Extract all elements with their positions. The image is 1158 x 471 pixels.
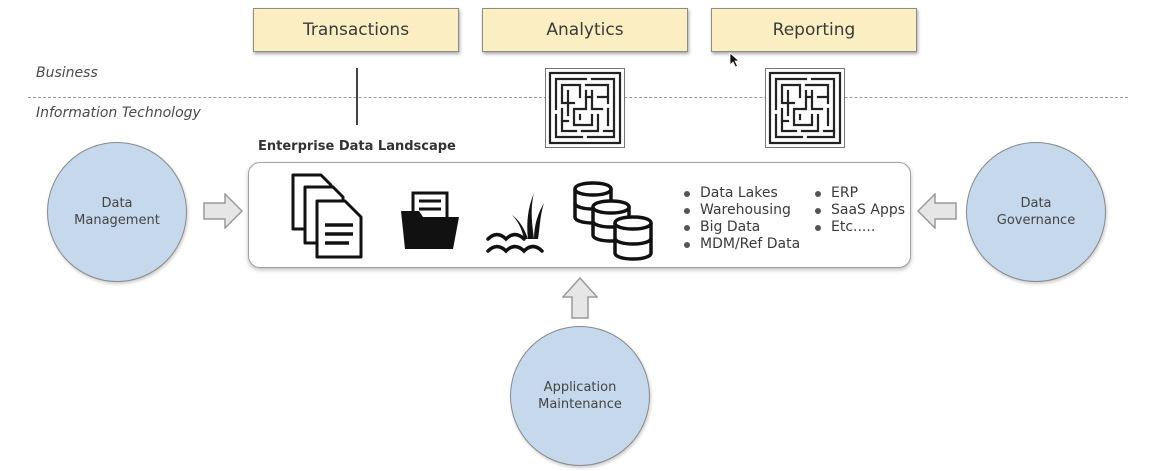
business-label: Business [36,65,98,81]
application-maintenance-label: Application Maintenance [538,380,622,412]
list-item: ERP [813,185,905,202]
arrow-up-icon [562,277,598,319]
data-management-circle: Data Management [47,142,187,282]
list-item: MDM/Ref Data [682,236,800,253]
arrow-left-icon [917,193,957,229]
list-item: Etc..... [813,219,905,236]
documents-icon [291,173,363,259]
landscape-list-right: ERP SaaS Apps Etc..... [813,185,905,236]
analytics-box: Analytics [482,8,688,52]
arrow-right-icon [203,193,243,229]
data-management-label: Data Management [74,196,160,228]
list-item: Data Lakes [682,185,800,202]
list-item: Big Data [682,219,800,236]
application-maintenance-circle: Application Maintenance [510,326,650,466]
maze-icon [548,71,622,145]
list-item: Warehousing [682,202,800,219]
transactions-box: Transactions [253,8,459,52]
landscape-list-left: Data Lakes Warehousing Big Data MDM/Ref … [682,185,800,253]
list-item: SaaS Apps [813,202,905,219]
database-icon [573,181,653,261]
data-governance-circle: Data Governance [966,142,1106,282]
folder-icon [401,191,459,249]
cursor-icon [729,52,741,68]
enterprise-data-landscape: Data Lakes Warehousing Big Data MDM/Ref … [248,162,911,268]
reporting-box: Reporting [711,8,917,52]
analytics-maze [545,68,625,148]
lake-icon [486,193,544,254]
transactions-connector [356,68,358,125]
data-governance-label: Data Governance [996,196,1076,228]
landscape-title: Enterprise Data Landscape [258,139,456,154]
reporting-maze [765,68,845,148]
it-label: Information Technology [36,105,201,121]
maze-icon [768,71,842,145]
